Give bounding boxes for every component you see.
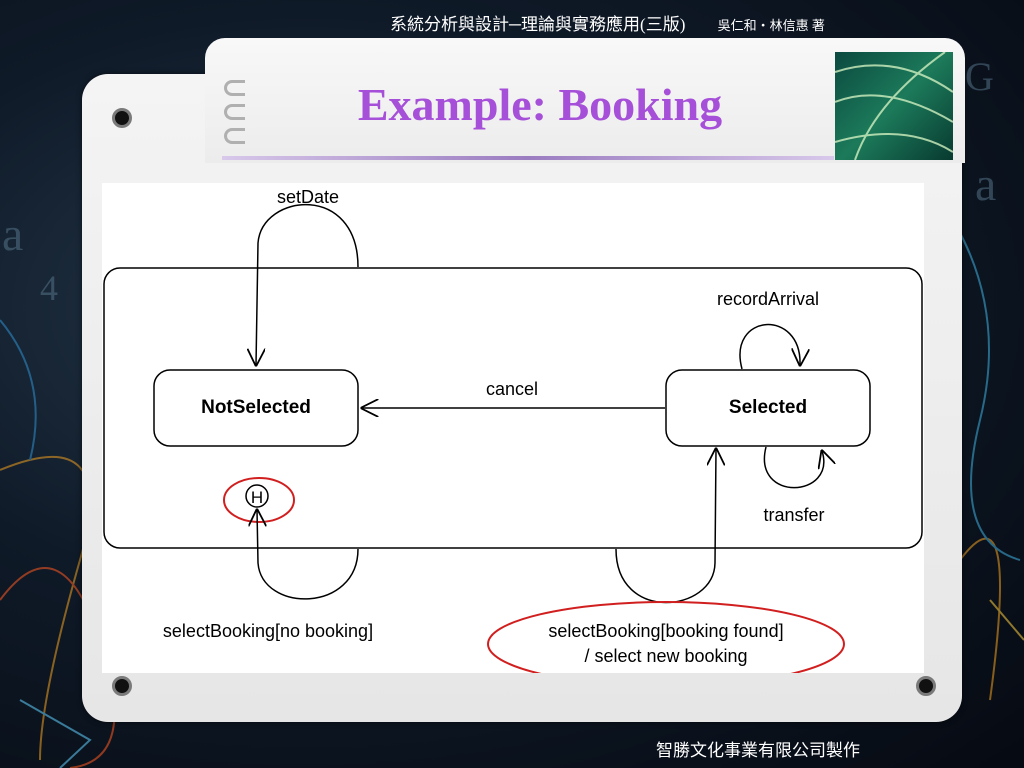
label-select-booking-found-line1: selectBooking[booking found] [548,621,783,641]
state-diagram: NotSelected Selected setDate cancel reco… [102,183,924,687]
binder-ring [224,80,245,96]
binder-ring [224,104,245,120]
title-underline [222,156,834,160]
superstate-boundary [103,267,923,549]
corner-image [835,52,953,160]
state-selected [665,369,871,447]
deco-glyph: 4 [40,268,58,308]
punch-hole [112,108,132,128]
transition-transfer [763,446,823,489]
deco-glyph: a [2,208,23,261]
transition-record-arrival [739,323,800,370]
deco-glyph: a [975,158,996,211]
course-title: 系統分析與設計─理論與實務應用(三版) [390,15,686,34]
slide-title: Example: Booking [357,79,723,130]
history-state [245,484,269,508]
punch-hole [112,676,132,696]
deco-glyph: G [965,54,994,99]
transition-set-date [256,204,359,365]
transition-select-booking-found [615,449,716,604]
author-names: 吳仁和‧林信惠 著 [717,18,825,33]
label-select-booking-found-line2: / select new booking [584,646,747,666]
label-transfer: transfer [763,505,824,525]
punch-hole [916,676,936,696]
state-selected-label: Selected [729,397,807,418]
header-course-title: 系統分析與設計─理論與實務應用(三版) 吳仁和‧林信惠 著 [390,10,825,35]
history-state-label: H [251,488,263,507]
label-select-booking-no-booking: selectBooking[no booking] [163,621,373,641]
binder-ring [224,128,245,144]
transition-select-booking-no-booking [257,510,359,600]
footer-publisher: 智勝文化事業有限公司製作 [656,741,860,760]
label-record-arrival: recordArrival [717,289,819,309]
label-set-date: setDate [277,187,339,207]
state-not-selected [153,369,359,447]
label-cancel: cancel [486,379,538,399]
state-not-selected-label: NotSelected [201,397,311,418]
